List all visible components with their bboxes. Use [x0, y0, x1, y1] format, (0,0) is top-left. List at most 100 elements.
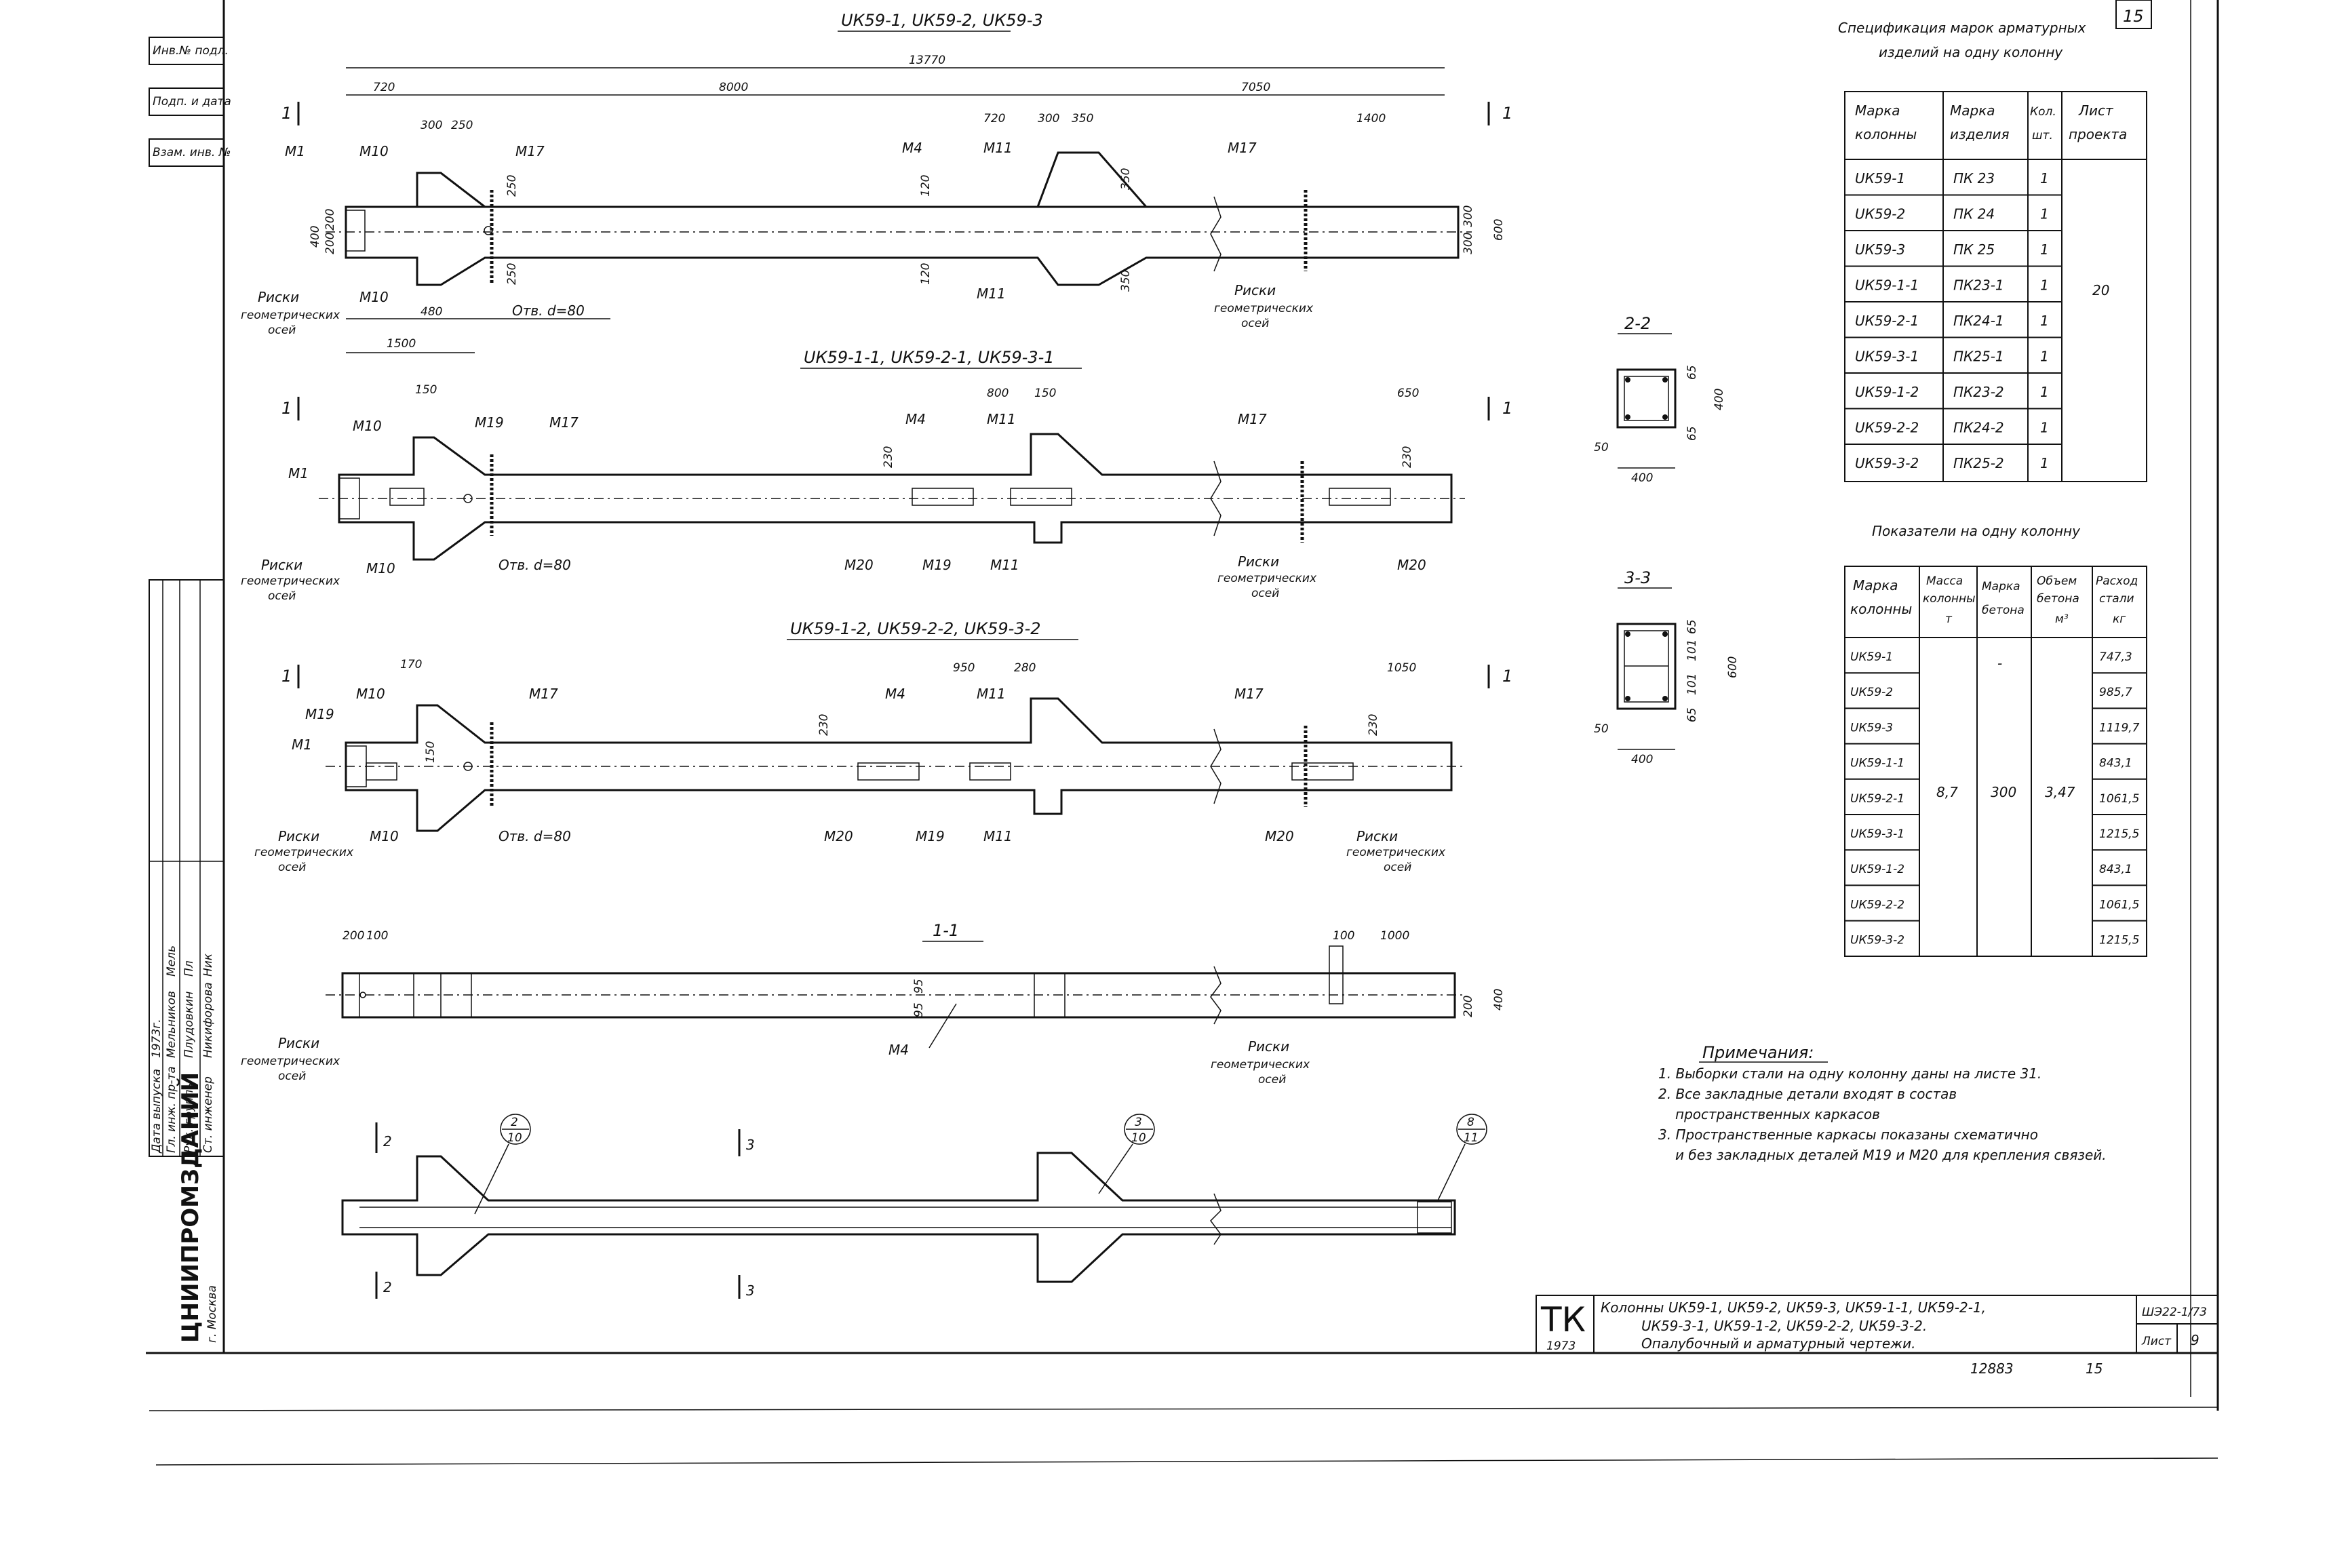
spec-cell-qty: 1: [2040, 384, 2049, 400]
v3-label-m11: M11: [977, 686, 1006, 702]
ind-cell-mark: UК59-3-2: [1850, 934, 1904, 947]
title-sheet-label: Лист: [2141, 1335, 2172, 1348]
v1-dim-250a: 250: [505, 175, 519, 197]
v2-dim-230a: 230: [882, 446, 895, 468]
v1-label-m1: M1: [285, 143, 305, 159]
v1-dim-200b: 200: [324, 233, 337, 254]
v1-dim-300b: 300: [1038, 112, 1059, 125]
ind-cell-steel: 1119,7: [2099, 721, 2140, 734]
v1-dim-1400: 1400: [1356, 112, 1386, 125]
s33-dim-65a: 65: [1685, 619, 1699, 634]
v2-axis-left-3: осей: [268, 589, 296, 603]
v2-axis-left-1: Риски: [261, 557, 302, 573]
spec-sheet-ref: 20: [2092, 282, 2109, 298]
spec-h3-a: Кол.: [2030, 105, 2056, 119]
ind-h2-c: т: [1945, 612, 1953, 626]
v2-label-m19: M19: [475, 414, 504, 431]
stamp-role-4: Дата выпуска: [150, 1069, 163, 1154]
v1-label-m17: M17: [515, 143, 545, 159]
spec-cell-mark: UК59-2: [1855, 206, 1905, 222]
v3-label-m4: M4: [885, 686, 905, 702]
ind-mass: 8,7: [1936, 784, 1958, 800]
s22-dim-65b: 65: [1685, 426, 1699, 441]
v2-axis-right-1: Риски: [1238, 553, 1279, 570]
ind-cell-steel: 1215,5: [2099, 827, 2139, 841]
spec-cell-mark: UК59-3-1: [1855, 349, 1919, 365]
v3-label-m11b: M11: [983, 828, 1013, 844]
view-2-title: UК59-1-1, UК59-2-1, UК59-3-1: [804, 348, 1055, 367]
spec-cell-item: ПК 24: [1953, 206, 1995, 222]
section-1-1-title: 1-1: [933, 921, 959, 940]
v1-axis-left-2: геометрических: [241, 309, 340, 322]
v1-dim-7050: 7050: [1241, 81, 1270, 94]
v3-label-m1: M1: [292, 737, 312, 753]
v1-cut-right: 1: [1502, 104, 1512, 123]
note-line-2: 2. Все закладные детали входят в состав: [1658, 1086, 1957, 1102]
v2-axis-right-3: осей: [1251, 587, 1279, 600]
ind-concrete: 300: [1991, 784, 2016, 800]
title-line-3: Опалубочный и арматурный чертежи.: [1641, 1335, 1916, 1352]
v2-axis-right-2: геометрических: [1217, 572, 1317, 585]
v1-dim-300: 300: [421, 119, 442, 132]
v3-axis-left-1: Риски: [278, 828, 319, 844]
spec-cell-item: ПК23-1: [1953, 277, 2004, 294]
s11-axis-right-1: Риски: [1248, 1038, 1289, 1055]
ind-cell-mark: UК59-2-2: [1850, 898, 1904, 912]
ind-h3-a: Марка: [1982, 580, 2020, 593]
v2-label-m10b: M10: [366, 560, 395, 576]
spec-cell-qty: 1: [2040, 420, 2049, 436]
ind-caption: Показатели на одну колонну: [1872, 523, 2081, 539]
spec-table: Спецификация марок арматурных изделий на…: [1838, 20, 2147, 482]
v3-axis-left-2: геометрических: [254, 846, 354, 859]
spec-cell-qty: 1: [2040, 349, 2049, 365]
ind-cell-steel: 1215,5: [2099, 934, 2139, 947]
v1-hole: Отв. d=80: [512, 302, 585, 319]
spec-cell-item: ПК25-1: [1953, 349, 2004, 365]
v2-label-m11b: M11: [990, 557, 1019, 573]
ind-cell-mark: UК59-3: [1850, 721, 1893, 734]
ind-cell-steel: 747,3: [2099, 650, 2132, 664]
s22-dim-400h: 400: [1631, 471, 1653, 485]
stamp-name-2: Плудовкин: [182, 992, 196, 1058]
notes-title: Примечания:: [1702, 1043, 1814, 1062]
ind-concrete-dash: -: [1997, 655, 2002, 671]
s11-dim-100a: 100: [366, 929, 388, 943]
v1-label-m11: M11: [983, 140, 1013, 156]
ind-h5-a: Расход: [2096, 574, 2138, 588]
s22-dim-65a: 65: [1685, 365, 1699, 380]
spec-cell-mark: UК59-2-1: [1855, 313, 1919, 329]
spec-cell-qty: 1: [2040, 241, 2049, 258]
v2-dim-800: 800: [987, 387, 1009, 400]
spec-h4-a: Лист: [2078, 102, 2114, 119]
s33-dim-101b: 101: [1685, 673, 1699, 695]
v2-dim-150a: 150: [415, 383, 437, 397]
v3-axis-right-1: Риски: [1356, 828, 1398, 844]
v3-label-m20: M20: [824, 828, 853, 844]
stamp-name-4: 1973г.: [150, 1019, 163, 1058]
org-name: ЦНИИПРОМЗДАНИЙ: [176, 1072, 204, 1343]
v2-cut-right: 1: [1502, 399, 1512, 418]
left-stamp: Инв.№ подл. Подп. и дата Взам. инв. № Гл…: [149, 37, 231, 1343]
v1-axis-left-1: Риски: [258, 289, 299, 305]
v1-axis-right-1: Риски: [1234, 282, 1276, 298]
v2-label-m4: M4: [905, 411, 926, 427]
notes: Примечания: 1. Выборки стали на одну кол…: [1658, 1043, 2107, 1163]
v1-label-m11b: M11: [977, 286, 1006, 302]
ind-cell-steel: 985,7: [2099, 686, 2132, 699]
v1-dim-120a: 120: [919, 175, 933, 197]
spec-cell-item: ПК 23: [1953, 170, 1995, 187]
s11-axis-right-2: геометрических: [1211, 1058, 1310, 1072]
ind-cell-steel: 843,1: [2099, 757, 2132, 770]
stamp-name-3: Никифорова: [201, 982, 215, 1058]
v1-dim-720b: 720: [983, 112, 1005, 125]
v3-label-m17b: M17: [1234, 686, 1264, 702]
stamp-sign-1: Мель: [165, 945, 178, 977]
indicators-table: Показатели на одну колонну Марка колонны…: [1844, 523, 2147, 957]
ind-h2-b: колонны: [1923, 592, 1976, 606]
spec-cell-mark: UК59-3: [1855, 241, 1905, 258]
v1-dim-total: 13770: [909, 54, 945, 67]
ind-h4-b: бетона: [2037, 592, 2079, 606]
spec-cell-mark: UК59-2-2: [1855, 420, 1919, 436]
spec-cell-qty: 1: [2040, 313, 2049, 329]
